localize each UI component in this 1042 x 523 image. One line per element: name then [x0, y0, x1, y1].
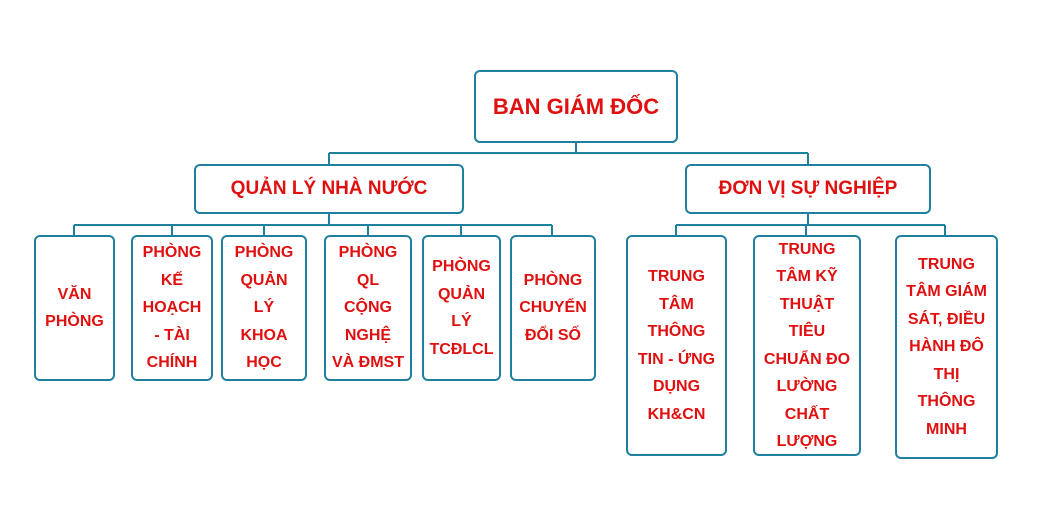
unit-node-science-management: PHÒNG QUẢN LÝ KHOA HỌC	[221, 235, 307, 381]
unit-node-information-application-center: TRUNG TÂM THÔNG TIN - ỨNG DỤNG KH&CN	[626, 235, 727, 456]
unit-node-office: VĂN PHÒNG	[34, 235, 115, 381]
unit-node-technology-innovation: PHÒNG QL CỘNG NGHỆ VÀ ĐMST	[324, 235, 412, 381]
unit-node-digital-transformation: PHÒNG CHUYỂN ĐỔI SỐ	[510, 235, 596, 381]
branch-node-state-management: QUẢN LÝ NHÀ NƯỚC	[194, 164, 464, 214]
unit-node-smart-city-center: TRUNG TÂM GIÁM SÁT, ĐIỀU HÀNH ĐÔ THỊ THÔ…	[895, 235, 998, 459]
unit-node-technical-standards-center: TRUNG TÂM KỸ THUẬT TIÊU CHUẨN ĐO LƯỜNG C…	[753, 235, 861, 456]
unit-node-planning-finance: PHÒNG KẾ HOẠCH - TÀI CHÍNH	[131, 235, 213, 381]
unit-node-standards-quality: PHÒNG QUẢN LÝ TCĐLCL	[422, 235, 501, 381]
branch-node-public-service-units: ĐƠN VỊ SỰ NGHIỆP	[685, 164, 931, 214]
root-node: BAN GIÁM ĐỐC	[474, 70, 678, 143]
